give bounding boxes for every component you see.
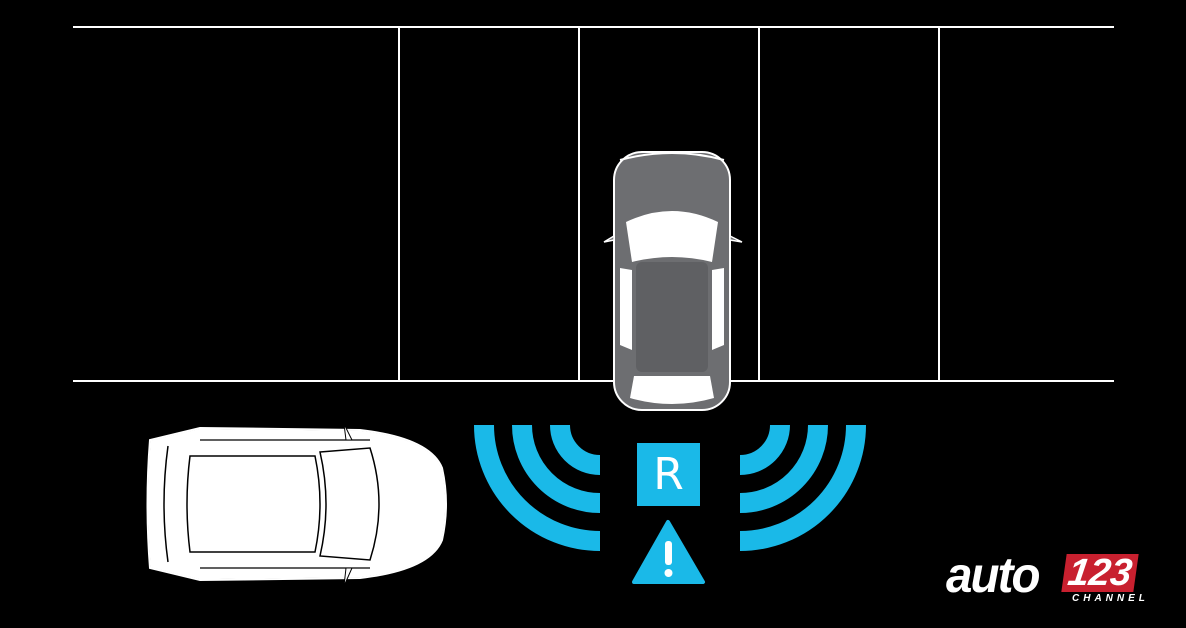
sensor-waves-right (739, 424, 866, 551)
logo-sub: CHANNEL (1072, 593, 1149, 604)
sensor-wave-icon (739, 424, 866, 551)
warning-triangle-icon (632, 520, 705, 584)
crossing-car-icon (146, 423, 447, 587)
parking-lines (73, 26, 1114, 382)
sensor-wave-icon (550, 424, 601, 475)
sensor-wave-icon (739, 424, 790, 475)
auto123-logo: auto 123 CHANNEL (944, 547, 1145, 610)
logo-number: 123 (1061, 552, 1139, 594)
gear-indicator-r: R (653, 449, 684, 500)
sensor-wave-icon (739, 424, 828, 513)
sensor-wave-icon (512, 424, 601, 513)
reversing-car-icon (603, 151, 743, 411)
logo-word: auto (946, 547, 1041, 603)
sensor-waves-left (474, 424, 601, 551)
gear-indicator-box (637, 443, 700, 506)
sensor-wave-icon (474, 424, 601, 551)
